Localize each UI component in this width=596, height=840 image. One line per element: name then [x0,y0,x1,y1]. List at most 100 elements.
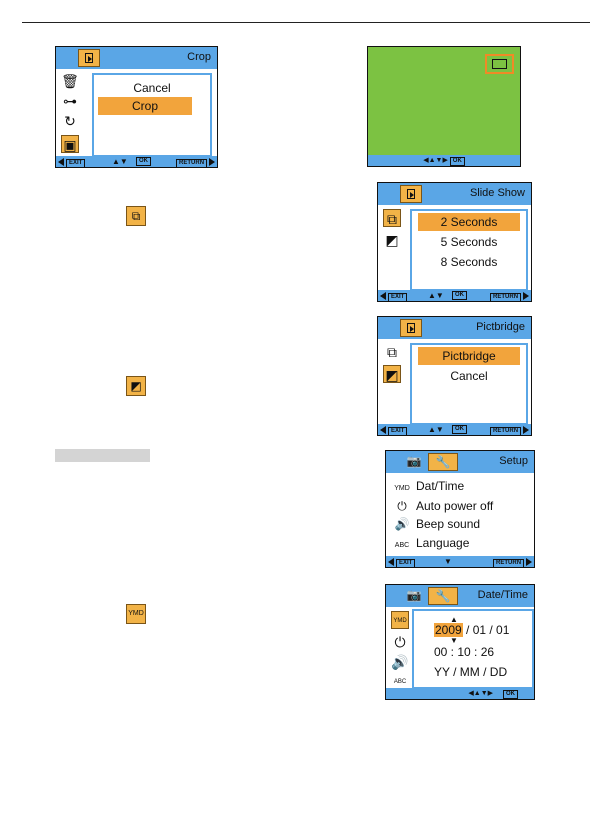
setup-item-label: Dat/Time [416,479,465,493]
sidebar: ⧉ ◩ [378,205,408,293]
menu-title: Date/Time [477,589,528,601]
ok-button[interactable]: OK [452,291,467,300]
sidebar: YMD ⏻ 🔊 ABC [386,607,416,689]
speaker-icon[interactable]: 🔊 [391,654,409,670]
menu-header: Crop [56,47,217,69]
left-arrow-icon [380,426,386,435]
rotate-icon[interactable]: ↻ [64,113,76,129]
up-down-arrows: ▲▼ [428,291,444,300]
pictbridge-menu-screen: Pictbridge ⧉ ◩ Pictbridge Cancel EXIT ▲▼… [377,316,532,436]
key-icon[interactable]: ⊶ [63,93,77,109]
return-button[interactable]: RETURN [490,427,522,435]
down-caret-icon: ▼ [450,636,458,645]
option-cancel[interactable]: Cancel [450,369,488,383]
slideshow-icon: ⧉ [126,206,146,226]
pictbridge-icon[interactable]: ◩ [383,365,401,383]
up-down-arrows: ▲▼ [428,425,444,434]
ok-button[interactable]: OK [449,157,465,166]
menu-title: Setup [499,455,528,467]
option-5-seconds[interactable]: 5 Seconds [440,235,498,249]
sidebar: ⧉ ◩ [378,339,408,427]
preview-footer: ◀▲▼▶ OK [368,155,520,166]
up-down-arrows: ▲▼ [112,157,128,166]
datetime-menu-screen: 📷 🔧 Date/Time YMD ⏻ 🔊 ABC ▲ 2009 / 01 / … [385,584,535,700]
option-8-seconds[interactable]: 8 Seconds [440,255,498,269]
right-arrow-icon [526,558,532,567]
date-rest: / 01 / 01 [462,623,510,637]
return-button[interactable]: RETURN [490,293,522,301]
crop-menu-screen: Crop 🗑 ⊶ ↻ ▣ Cancel Crop EXIT ▲▼ OK RETU… [55,46,218,168]
menu-title: Slide Show [469,187,525,199]
crop-icon[interactable]: ▣ [61,135,79,153]
date-row[interactable]: 2009 / 01 / 01 [434,621,509,639]
power-icon[interactable]: ⏻ [394,634,406,650]
setup-item-label: Auto power off [416,499,494,513]
camera-icon[interactable]: 📷 [406,588,422,602]
crop-frame[interactable] [485,54,514,74]
return-button[interactable]: RETURN [176,159,208,167]
time-row[interactable]: 00 : 10 : 26 [434,645,495,659]
menu-header: 📷 🔧 Setup [386,451,534,473]
left-arrow-icon [380,292,386,301]
play-icon[interactable] [78,49,100,67]
setup-item-datetime[interactable]: YMD Dat/Time [394,477,464,495]
right-arrow-icon [209,158,215,167]
play-icon[interactable] [400,185,422,203]
slideshow-icon[interactable]: ⧉ [383,209,401,227]
down-arrow: ▼ [444,557,452,566]
direction-arrows: ◀▲▼▶ [468,690,494,697]
language-icon: ABC [394,542,410,549]
menu-title: Crop [187,51,211,63]
exit-button[interactable]: EXIT [395,559,416,567]
format-row[interactable]: YY / MM / DD [434,665,508,679]
play-icon[interactable] [400,319,422,337]
setup-item-auto-power-off[interactable]: ⏻ Auto power off [394,497,493,515]
menu-title: Pictbridge [476,321,525,333]
wrench-icon[interactable]: 🔧 [428,587,458,605]
setup-item-label: Beep sound [416,517,481,531]
menu-header: Slide Show [378,183,531,205]
setup-item-language[interactable]: ABC Language [394,534,470,552]
language-icon[interactable]: ABC [393,679,407,685]
option-2-seconds[interactable]: 2 Seconds [418,213,520,231]
section-heading-bar [55,449,150,462]
power-icon: ⏻ [397,499,407,513]
setup-item-label: Language [416,536,470,550]
crop-preview-screen: ◀▲▼▶ OK [367,46,521,167]
menu-footer: EXIT ▲▼ OK RETURN [378,290,531,301]
pictbridge-icon: ◩ [126,376,146,396]
slideshow-menu-screen: Slide Show ⧉ ◩ 2 Seconds 5 Seconds 8 Sec… [377,182,532,302]
slideshow-icon[interactable]: ⧉ [387,344,397,360]
ok-button[interactable]: OK [503,690,518,699]
menu-footer: EXIT ▲▼ OK RETURN [378,424,531,435]
ymd-icon: YMD [394,485,410,492]
ymd-icon: YMD [126,604,146,624]
ok-button[interactable]: OK [452,425,467,434]
year-field[interactable]: 2009 [434,623,463,637]
menu-footer: EXIT ▲▼ OK RETURN [56,156,217,167]
camera-icon[interactable]: 📷 [406,454,422,468]
ymd-icon[interactable]: YMD [391,611,409,629]
wrench-icon[interactable]: 🔧 [428,453,458,471]
direction-arrows: ◀▲▼▶ [423,157,448,164]
speaker-icon: 🔊 [394,517,410,531]
menu-header: Pictbridge [378,317,531,339]
left-arrow-icon [58,158,64,167]
trash-icon[interactable]: 🗑 [61,73,79,89]
menu-footer: ◀▲▼▶ OK [386,688,534,699]
exit-button[interactable]: EXIT [387,293,408,301]
pictbridge-icon[interactable]: ◩ [385,232,399,248]
datetime-panel: ▲ 2009 / 01 / 01 ▼ 00 : 10 : 26 YY / MM … [412,609,534,689]
option-cancel[interactable]: Cancel [133,81,171,95]
return-button[interactable]: RETURN [493,559,525,567]
setup-item-beep-sound[interactable]: 🔊 Beep sound [394,515,481,533]
exit-button[interactable]: EXIT [65,159,86,167]
left-arrow-icon [388,558,394,567]
exit-button[interactable]: EXIT [387,427,408,435]
ok-button[interactable]: OK [136,157,151,166]
option-pictbridge[interactable]: Pictbridge [418,347,520,365]
options-panel: Pictbridge Cancel [410,343,528,425]
menu-footer: EXIT ▼ RETURN [386,556,534,567]
setup-menu-screen: 📷 🔧 Setup YMD Dat/Time ⏻ Auto power off 🔊 B… [385,450,535,568]
option-crop[interactable]: Crop [98,97,192,115]
